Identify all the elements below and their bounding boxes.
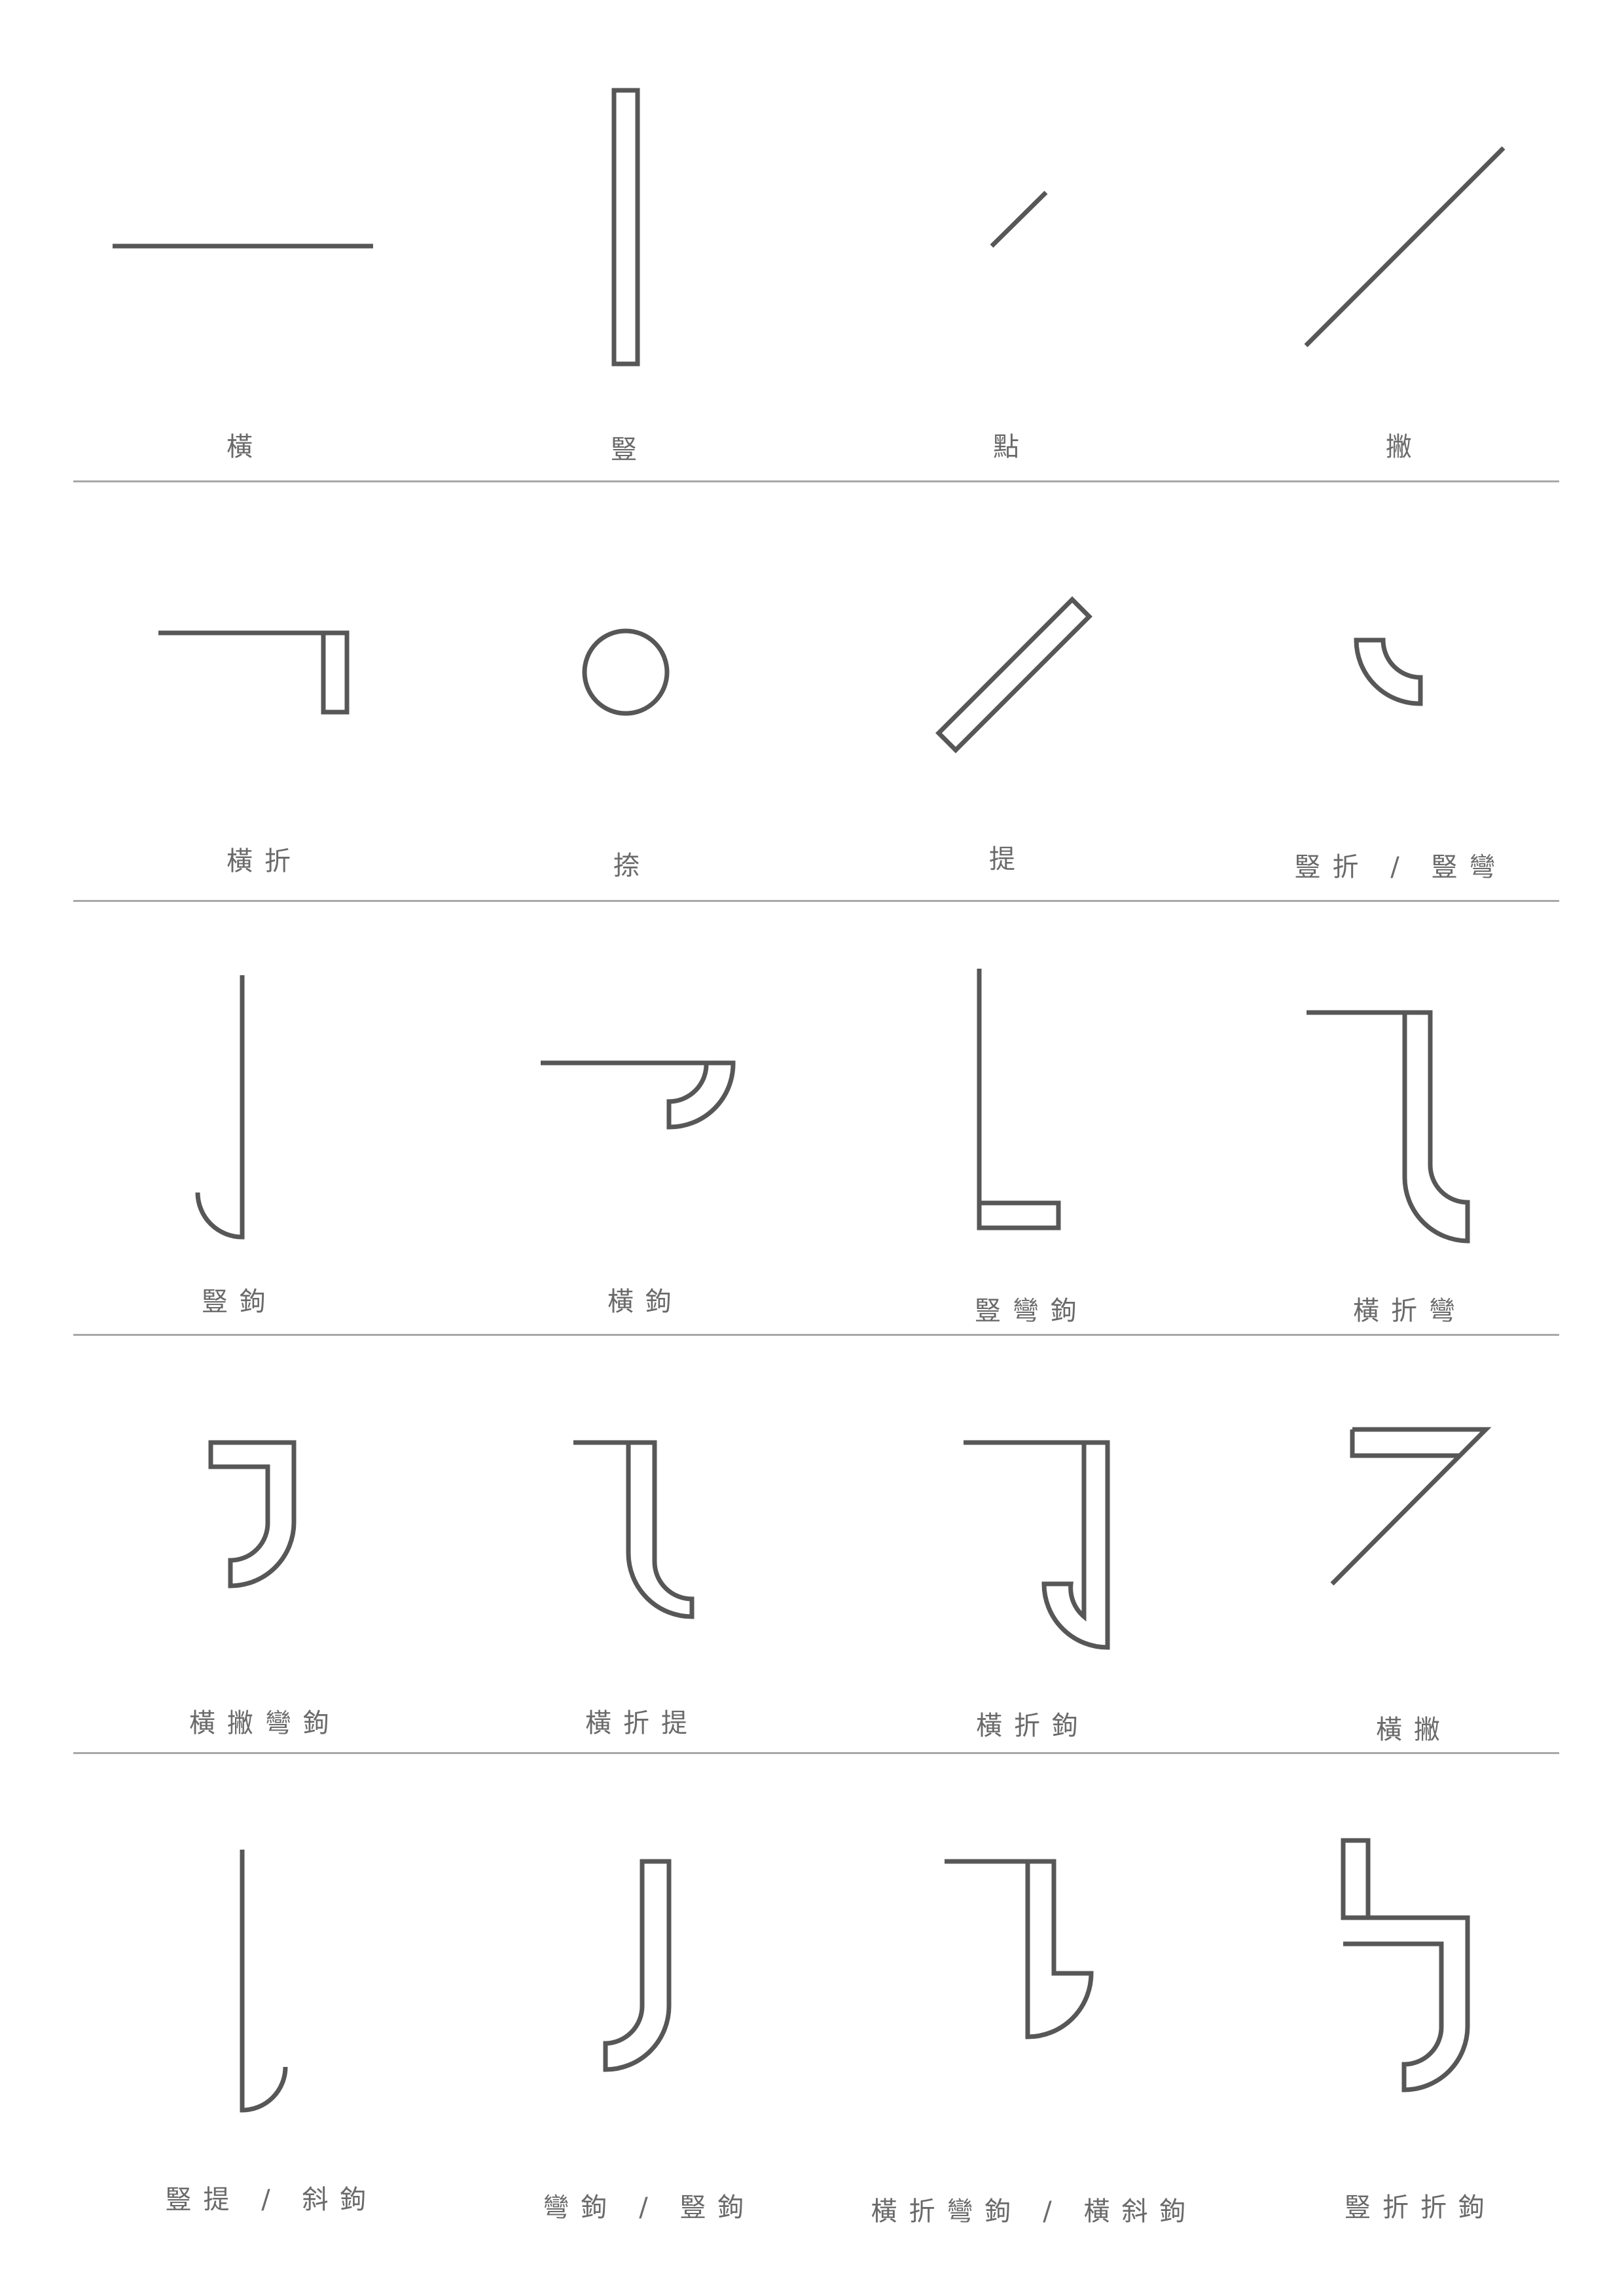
label-hengpiewangou: 橫撇彎鉤 xyxy=(189,1708,341,1738)
label-wangou-shugou: 彎鉤 / 豎鉤 xyxy=(543,2193,756,2223)
label-pie: 撇 xyxy=(1386,432,1424,462)
stroke-hengpie xyxy=(1330,1427,1492,1586)
stroke-hengpiewangou xyxy=(208,1440,297,1588)
stroke-hengzhewan xyxy=(1307,1010,1470,1244)
label-shugou: 豎鉤 xyxy=(202,1287,278,1317)
label-shuti-xiegou: 豎提 / 斜鉤 xyxy=(165,2185,378,2215)
stroke-na xyxy=(582,628,670,716)
row-divider xyxy=(73,900,1559,902)
label-hengzhewangou-hengxiegou: 橫折彎鉤 / 橫斜鉤 xyxy=(871,2197,1198,2227)
stroke-ti xyxy=(935,596,1092,753)
label-ti: 提 xyxy=(989,844,1027,874)
label-hengzheti: 橫折提 xyxy=(585,1708,699,1738)
stroke-shugou xyxy=(195,975,245,1240)
stroke-pie xyxy=(1304,146,1506,348)
label-hengpie: 橫撇 xyxy=(1376,1715,1452,1745)
label-hengzhe: 橫折 xyxy=(226,846,302,876)
stroke-shuzhezhegou xyxy=(1341,1838,1470,2092)
row-divider xyxy=(73,1334,1559,1336)
label-shuwangou: 豎彎鉤 xyxy=(975,1296,1089,1326)
label-dian: 點 xyxy=(993,432,1031,462)
stroke-shuzhe-shuwan xyxy=(1354,637,1423,706)
stroke-hengzhewangou xyxy=(945,1859,1094,2039)
row-divider xyxy=(73,1752,1559,1754)
stroke-shu xyxy=(611,88,640,367)
stroke-hengzhe xyxy=(158,630,350,715)
label-heng: 橫 xyxy=(226,432,264,462)
stroke-shuwangou xyxy=(977,969,1061,1230)
stroke-hengzhegou xyxy=(964,1440,1110,1650)
stroke-hengzheti xyxy=(573,1440,695,1619)
row-divider xyxy=(73,480,1559,482)
label-shuzhezhegou: 豎折折鉤 xyxy=(1344,2193,1496,2223)
label-shu: 豎 xyxy=(611,435,649,465)
label-hengzhewan: 橫折彎 xyxy=(1353,1296,1467,1326)
stroke-dian xyxy=(990,190,1048,248)
label-henggou: 橫鉤 xyxy=(607,1287,683,1317)
label-na: 捺 xyxy=(613,851,651,881)
label-shuzhe-shuwan: 豎折 / 豎彎 xyxy=(1294,852,1507,882)
stroke-shuti-xiegou xyxy=(240,1850,288,2113)
stroke-wangou-shugou xyxy=(603,1859,672,2072)
label-hengzhegou: 橫折鉤 xyxy=(976,1711,1090,1741)
stroke-henggou xyxy=(541,1060,736,1130)
